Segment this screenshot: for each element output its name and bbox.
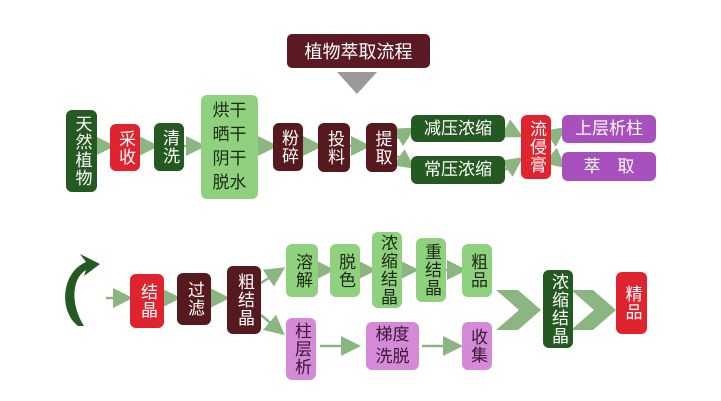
node-guolv: 过滤 xyxy=(177,273,211,325)
node-liujingao: 流侵膏 xyxy=(521,115,551,179)
node-nongsuojiejing: 浓缩结晶 xyxy=(372,232,402,308)
node-nongsuojiejing2: 浓缩结晶 xyxy=(543,270,573,348)
node-rongjie: 溶解 xyxy=(286,244,318,297)
arrow-r2-5 xyxy=(260,314,285,336)
node-tiduxituo-text: 梯度洗脱 xyxy=(375,325,410,367)
node-cuiqu: 萃 取 xyxy=(562,152,656,181)
chevron-2 xyxy=(571,290,616,330)
node-cujiejing: 粗结晶 xyxy=(227,266,261,334)
curved-return-arrow xyxy=(65,254,100,326)
node-caishou: 采收 xyxy=(110,124,140,171)
node-chongjiejing: 重结晶 xyxy=(416,238,446,302)
node-fensui: 粉碎 xyxy=(273,123,303,171)
node-changya: 常压浓缩 xyxy=(411,156,505,184)
flow-title: 植物萃取流程 xyxy=(287,34,430,68)
arrow-r1-9 xyxy=(501,119,524,138)
arrow-r1-7 xyxy=(393,127,416,147)
node-honggan-text: 烘干晒干阴干脱水 xyxy=(212,101,247,193)
node-qingxi: 清洗 xyxy=(154,123,184,171)
node-tuose: 脱色 xyxy=(330,244,360,297)
node-tiqu: 提取 xyxy=(366,123,397,172)
arrow-r1-8 xyxy=(392,149,416,169)
title-down-triangle xyxy=(337,72,377,94)
node-jingpin: 精品 xyxy=(616,272,647,334)
arrow-r1-11 xyxy=(543,127,567,147)
node-touliao: 投料 xyxy=(318,123,350,172)
node-jianya: 减压浓缩 xyxy=(411,115,505,142)
node-tianran: 天然植物 xyxy=(66,110,97,192)
arrow-r1-12 xyxy=(544,147,566,169)
node-shangceng: 上层析柱 xyxy=(562,115,656,143)
arrow-r1-10 xyxy=(500,157,524,177)
chevron-1 xyxy=(496,290,541,330)
node-cupin: 粗品 xyxy=(462,244,492,297)
node-tiduxituo: 梯度洗脱 xyxy=(366,322,419,370)
node-jiejing: 结晶 xyxy=(130,274,164,328)
node-shouji: 收集 xyxy=(462,322,492,370)
arrow-r2-4 xyxy=(260,267,286,287)
node-honggan: 烘干晒干阴干脱水 xyxy=(201,95,258,199)
node-zhucengxi: 柱层析 xyxy=(286,318,316,380)
